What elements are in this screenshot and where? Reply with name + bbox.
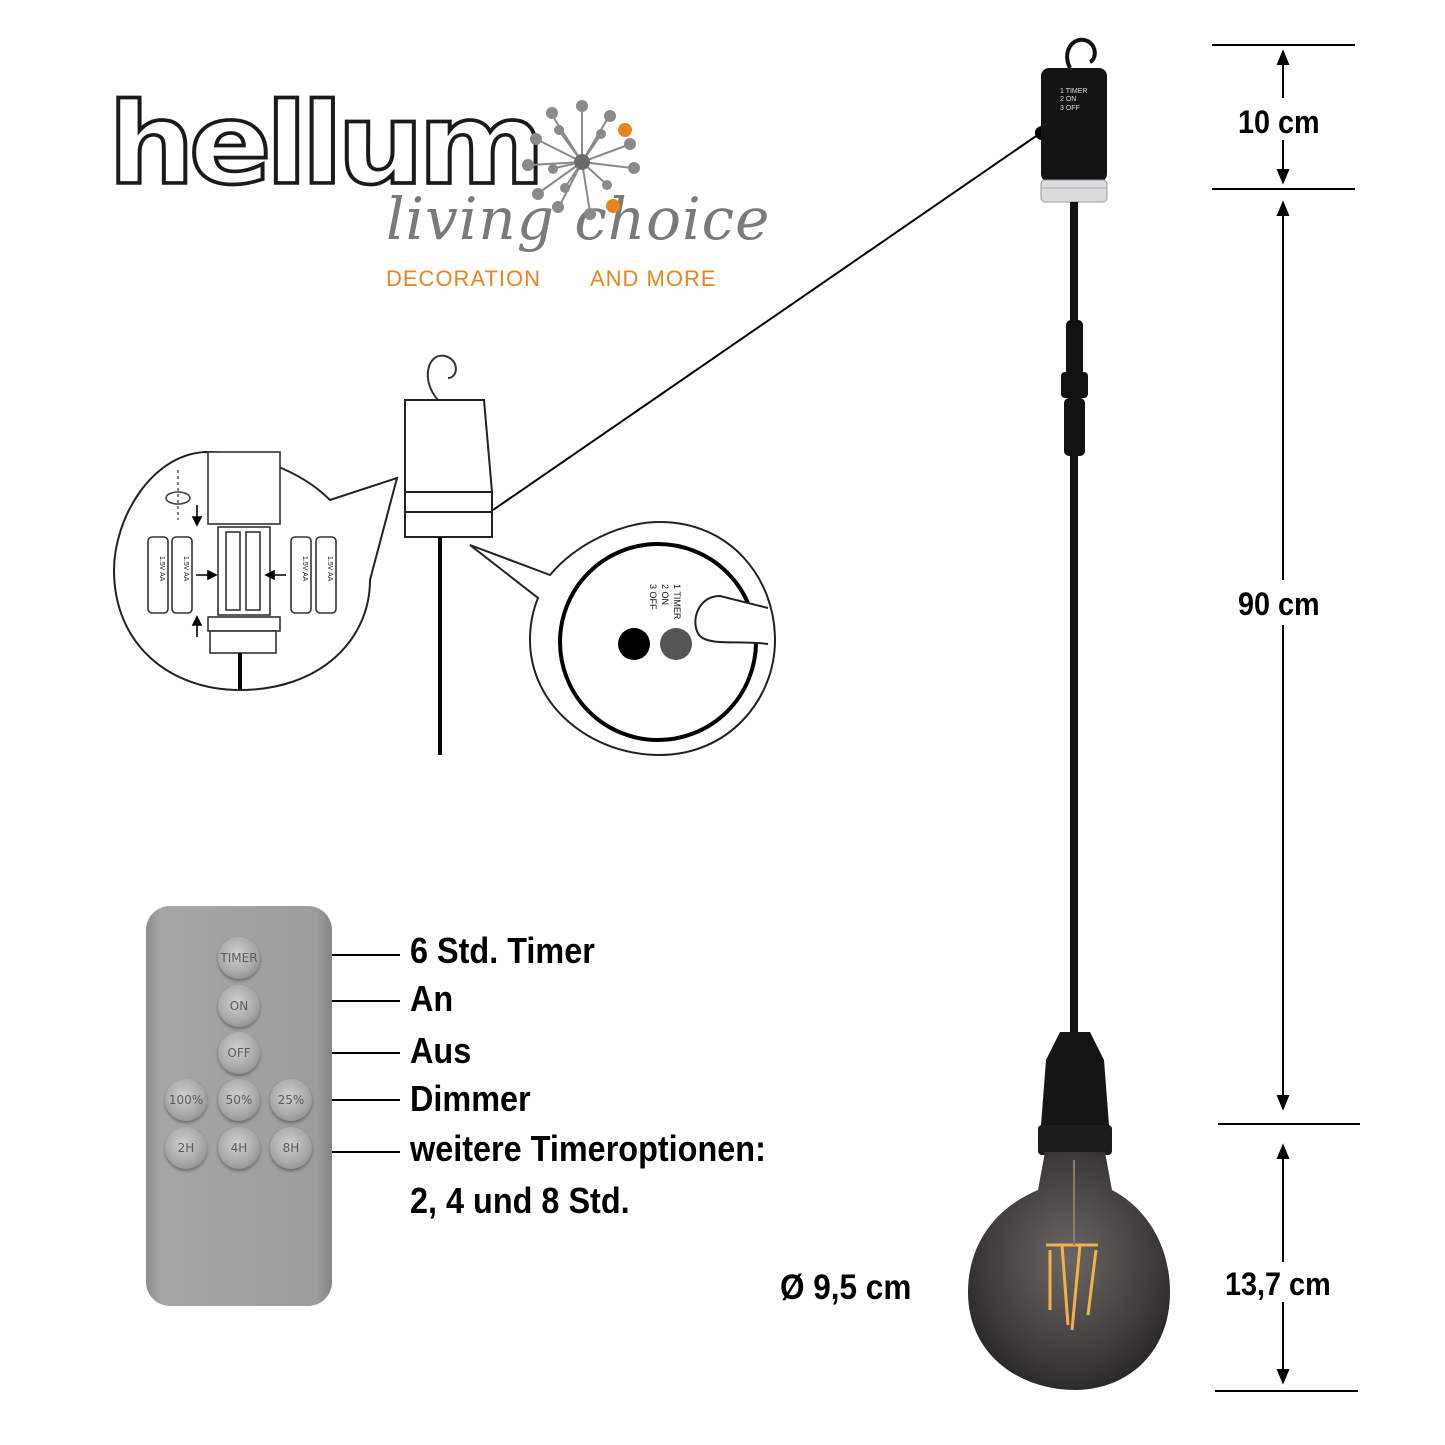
feature-timer: 6 Std. Timer bbox=[410, 930, 595, 971]
feature-more-line2: 2, 4 und 8 Std. bbox=[410, 1180, 630, 1221]
product-label-on: 2 ON bbox=[1060, 96, 1077, 104]
dimension-bulb-diameter: Ø 9,5 cm bbox=[780, 1268, 912, 1307]
dimension-bulb-height: 13,7 cm bbox=[1225, 1266, 1331, 1302]
housing-drawing bbox=[404, 399, 494, 538]
arrow-icon bbox=[191, 505, 286, 637]
feature-dimmer: Dimmer bbox=[410, 1078, 531, 1119]
light-bulb-icon bbox=[968, 1152, 1170, 1390]
dimension-cable: 90 cm bbox=[1238, 586, 1320, 622]
feature-off: Aus bbox=[410, 1030, 472, 1071]
dimension-top: 10 cm bbox=[1238, 104, 1320, 140]
brand-tagline-right: AND MORE bbox=[590, 266, 717, 291]
hook-icon bbox=[426, 354, 457, 401]
brand-tagline-left: DECORATION bbox=[386, 266, 542, 291]
product-label-off: 3 OFF bbox=[1060, 104, 1080, 112]
battery-label: 1.5V AA bbox=[158, 556, 165, 582]
battery-label: 1.5V AA bbox=[301, 556, 308, 582]
remote-button-25[interactable]: 25% bbox=[270, 1079, 312, 1121]
battery-icon bbox=[147, 536, 337, 614]
remote-button-off[interactable]: OFF bbox=[218, 1032, 260, 1074]
finger-icon bbox=[694, 594, 769, 645]
remote-button-timer[interactable]: TIMER bbox=[218, 937, 260, 979]
detail-label-off: 3 OFF bbox=[648, 584, 658, 610]
brand-name: hellum bbox=[106, 78, 547, 210]
remote-button-4h[interactable]: 4H bbox=[218, 1127, 260, 1169]
product-label-timer: 1 TIMER bbox=[1060, 88, 1088, 95]
feature-more-line1: weitere Timeroptionen: bbox=[410, 1128, 766, 1169]
product-switch-labels: 1 TIMER 2 ON 3 OFF bbox=[1060, 88, 1088, 113]
remote-button-on[interactable]: ON bbox=[218, 985, 260, 1027]
battery-label: 1.5V AA bbox=[326, 556, 333, 582]
feature-on: An bbox=[410, 978, 454, 1019]
remote-button-100[interactable]: 100% bbox=[165, 1079, 207, 1121]
remote-button-8h[interactable]: 8H bbox=[270, 1127, 312, 1169]
remote-button-2h[interactable]: 2H bbox=[165, 1127, 207, 1169]
detail-label-on: 2 ON bbox=[660, 584, 670, 606]
remote-button-50[interactable]: 50% bbox=[218, 1079, 260, 1121]
detail-label-timer: 1 TIMER bbox=[672, 584, 682, 620]
battery-label: 1.5V AA bbox=[182, 556, 189, 582]
battery-compartment-drawing bbox=[147, 451, 337, 690]
